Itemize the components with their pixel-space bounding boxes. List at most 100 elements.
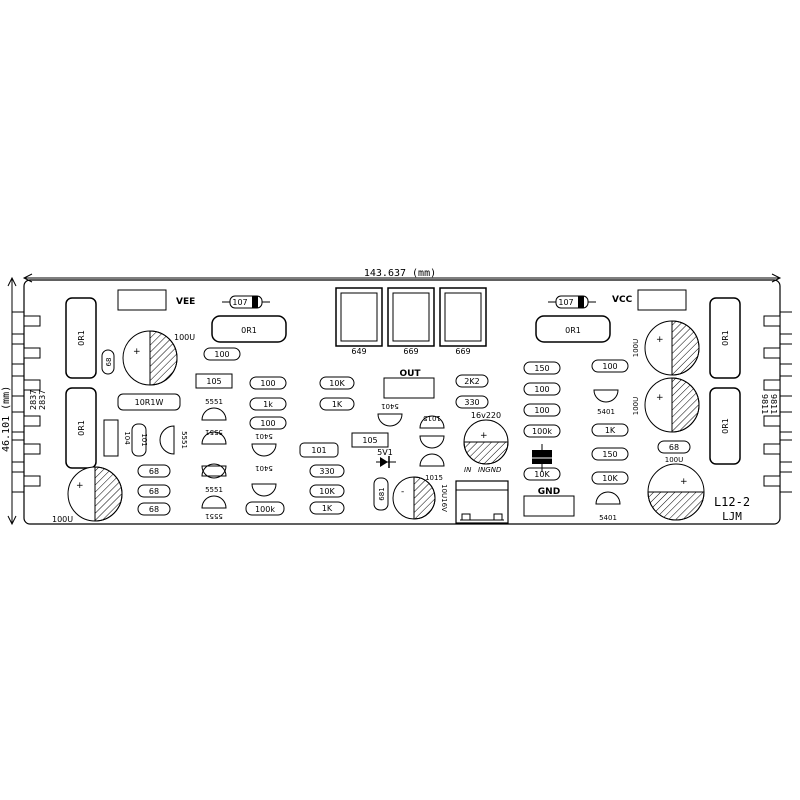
- component-label: 5V1: [377, 448, 393, 457]
- transistor-5551-e: 5551: [201, 495, 227, 520]
- diode-107-right: 107: [548, 295, 596, 309]
- component-label: 5551: [205, 512, 223, 520]
- resistor-330-a: [455, 395, 489, 409]
- component-label: 2K2: [464, 377, 479, 386]
- component-label: 5401: [255, 432, 273, 440]
- resistor-0r1-right: [535, 315, 611, 343]
- resistor-1k-b: [319, 397, 355, 411]
- component-label: 150: [602, 450, 617, 459]
- resistor-68-d: [137, 502, 171, 516]
- component-label: 5401: [597, 408, 615, 416]
- transistor-5401-e: 5401: [595, 491, 621, 522]
- in-label: IN: [464, 466, 472, 474]
- component-label: 0R1: [565, 326, 581, 335]
- transistor-649: [335, 287, 383, 347]
- component-label: 1015: [425, 474, 443, 482]
- component-label: 16v220: [471, 411, 501, 420]
- component-label: 100k: [532, 427, 552, 436]
- resistor-68-vertical: [101, 349, 115, 375]
- zener-5v1: 5V1: [376, 448, 396, 468]
- resistor-1k-c: [309, 501, 345, 515]
- component-label: 0R1: [77, 330, 86, 346]
- capacitor-100u-right-b: + 100U: [632, 377, 700, 433]
- resistor-0r1-big-left-top: [65, 297, 97, 379]
- component-label: +: [76, 481, 84, 491]
- resistor-68-c: [137, 484, 171, 498]
- component-label: 5401: [255, 464, 273, 472]
- component-label: +: [480, 431, 488, 441]
- right-edge-label-b: 9811: [769, 394, 778, 414]
- component-label: 105: [362, 436, 377, 445]
- component-label: 10K: [329, 379, 345, 388]
- component-label: 100U: [174, 333, 195, 342]
- capacitor-100u-right-a: + 100U: [632, 320, 700, 376]
- transistor-669-a: [387, 287, 435, 347]
- out-terminal: [383, 377, 435, 399]
- gnd-terminal: [523, 495, 575, 517]
- transistor-5551-b: 5551: [201, 398, 227, 421]
- model-label: L12-2: [714, 495, 750, 509]
- vee-label: VEE: [176, 297, 195, 307]
- capacitor-100u-right-c: 100U +: [647, 456, 705, 521]
- resistor-68-e: [657, 440, 691, 454]
- component-label: 1015: [423, 414, 441, 422]
- resistor-0r1-big-right-bot: [709, 387, 741, 465]
- component-label: +: [680, 477, 688, 487]
- resistor-1k-d: [591, 423, 629, 437]
- component-label: 1K: [322, 504, 333, 513]
- component-label: 68: [105, 358, 113, 367]
- resistor-10k-d: [591, 471, 629, 485]
- component-label: 669: [455, 347, 470, 356]
- component-label: -: [401, 487, 404, 497]
- vcc-terminal: [637, 289, 687, 311]
- component-label: 330: [319, 467, 334, 476]
- transistor-5401-c: 5401: [377, 402, 403, 427]
- component-label: 100U: [665, 456, 683, 464]
- resistor-100k-b: [523, 424, 561, 438]
- capacitor-101-b: [299, 442, 339, 458]
- component-label: 5551: [205, 398, 223, 406]
- component-label: 5401: [381, 402, 399, 410]
- out-label: OUT: [399, 369, 421, 379]
- component-label: 5551: [205, 486, 223, 494]
- transistor-5401-b: 5401: [251, 464, 277, 497]
- board-outline: [23, 279, 781, 525]
- component-label: 68: [669, 443, 679, 452]
- transistor-669-b: [439, 287, 487, 347]
- capacitor-104: [103, 419, 119, 457]
- right-edge-label-a: 9811: [760, 394, 769, 414]
- component-label: 104: [123, 431, 131, 445]
- resistor-150-b: [591, 447, 629, 461]
- component-label: 1k: [263, 400, 273, 409]
- resistor-100k-a: [245, 501, 285, 516]
- resistor-10r1w: [117, 393, 181, 411]
- capacitor-100u-left-top: + 100U: [122, 330, 195, 386]
- component-label: 10K: [602, 474, 618, 483]
- component-label: +: [656, 335, 664, 345]
- component-label: 0R1: [77, 420, 86, 436]
- diode-black: [532, 444, 552, 472]
- component-label: 330: [464, 398, 479, 407]
- component-label: 68: [149, 467, 159, 476]
- resistor-100-a: [203, 347, 241, 361]
- resistor-330-b: [309, 464, 345, 478]
- component-label: 100: [214, 350, 229, 359]
- transistor-1015-a: 1015: [419, 414, 445, 449]
- vee-terminal: [117, 289, 167, 311]
- height-dimension: 46.101 (mm): [1, 276, 17, 526]
- component-label: 10U16V: [440, 484, 448, 512]
- resistor-100-f: [591, 359, 629, 373]
- component-label: 101: [311, 446, 326, 455]
- width-dimension-label: 143.637 (mm): [364, 268, 436, 279]
- component-label: 100: [260, 379, 275, 388]
- component-label: 100k: [255, 505, 275, 514]
- resistor-0r1-big-right-top: [709, 297, 741, 379]
- capacitor-105-b: [351, 432, 389, 448]
- component-label: 649: [351, 347, 366, 356]
- author-label: LJM: [722, 510, 742, 523]
- transistor-5551-c: 5551: [201, 428, 227, 445]
- ingnd-label: INGND: [478, 466, 502, 474]
- resistor-1k-a: [249, 397, 287, 411]
- component-label: 681: [378, 487, 386, 500]
- capacitor-105-a: [195, 373, 233, 389]
